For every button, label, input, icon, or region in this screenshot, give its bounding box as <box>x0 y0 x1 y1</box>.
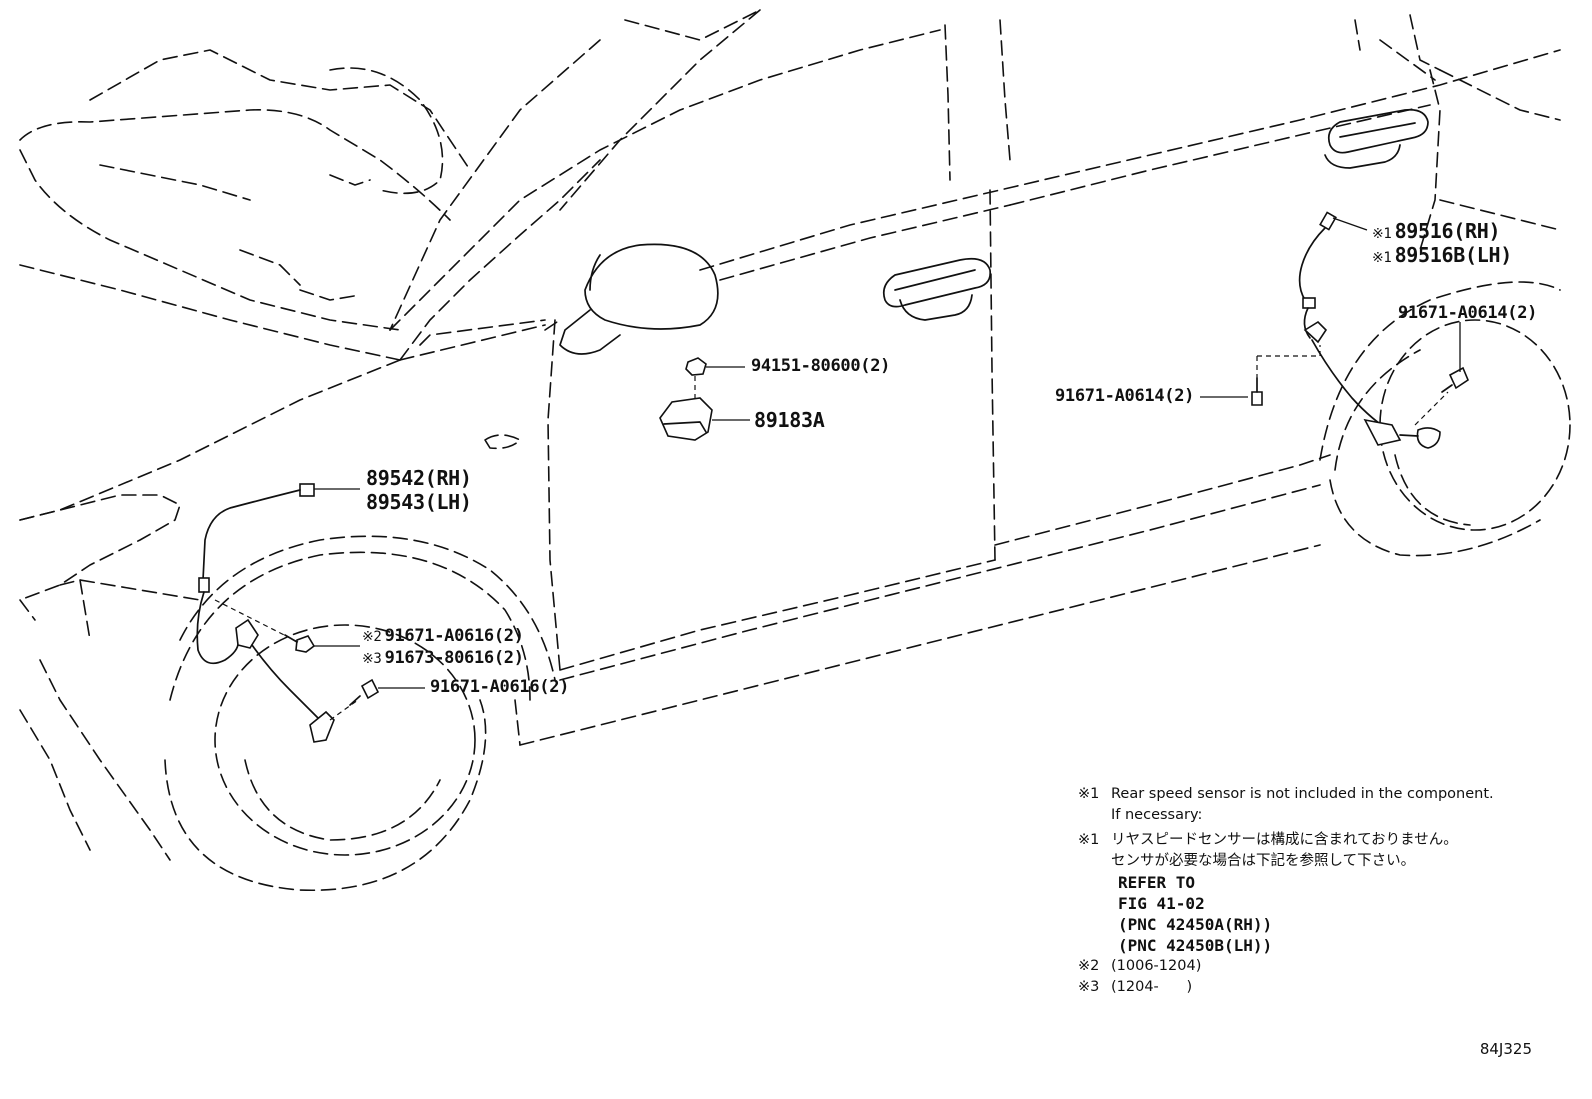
refer-line-1: REFER TO <box>1118 873 1196 892</box>
note-mark: ※1 <box>1078 786 1100 802</box>
part-number: 89516B(LH) <box>1394 243 1513 267</box>
note-1-en-cont: If necessary: <box>1111 807 1203 823</box>
front-speed-sensor-harness <box>196 483 335 743</box>
note-1-jp: ※1 リヤスピードセンサーは構成に含まれておりません。 <box>1078 830 1558 851</box>
rear-door-handle <box>1324 108 1429 169</box>
refer-line-4: (PNC 42450B(LH)) <box>1118 936 1273 955</box>
note-1-en: ※1 Rear speed sensor is not included in t… <box>1078 784 1558 805</box>
refer-line-2: FIG 41-02 <box>1118 894 1205 913</box>
part-number: 91673-80616(2) <box>384 648 524 668</box>
rear-speed-sensor-harness <box>1298 211 1441 449</box>
rear-bolt-left <box>1251 377 1263 406</box>
front-bolt-lower <box>349 678 380 706</box>
note-mark: ※1 <box>1078 832 1100 848</box>
callout-front-sensor-lh: 89543(LH) <box>366 490 472 514</box>
nut-94151 <box>685 357 707 376</box>
part-number: 89516(RH) <box>1394 219 1501 243</box>
callout-rear-bolt-left: 91671-A0614(2) <box>1055 386 1195 406</box>
front-door-handle <box>882 257 992 321</box>
note-2: ※2 (1006-1204) <box>1078 956 1558 977</box>
figure-id: 84J325 <box>1479 1040 1532 1058</box>
callout-nut: 94151-80600(2) <box>751 356 891 376</box>
callout-front-sensor-rh: 89542(RH) <box>366 466 472 490</box>
footnote-mark: ※1 <box>1372 250 1392 266</box>
note-1-jp-cont: センサが必要な場合は下記を参照して下さい。 <box>1111 853 1416 869</box>
part-number: 91671-A0616(2) <box>384 626 524 646</box>
front-bolt-upper <box>284 634 316 653</box>
car-body-outline <box>19 9 1571 892</box>
note-3: ※3 (1204- ) <box>1078 977 1558 998</box>
note-text: Rear speed sensor is not included in the… <box>1111 786 1494 802</box>
refer-line-3: (PNC 42450A(RH)) <box>1118 915 1273 934</box>
callout-bracket: 89183A <box>754 408 825 432</box>
callout-front-bolt-3: 91671-A0616(2) <box>430 677 570 697</box>
footnote-mark: ※1 <box>1372 226 1392 242</box>
note-mark: ※2 <box>1078 958 1100 974</box>
rear-bolt-right <box>1441 366 1469 393</box>
note-mark: ※3 <box>1078 979 1100 995</box>
note-text: (1006-1204) <box>1111 958 1202 974</box>
note-text: リヤスピードセンサーは構成に含まれておりません。 <box>1111 832 1458 848</box>
callout-rear-bolt-right: 91671-A0614(2) <box>1398 303 1538 323</box>
bracket-89183A <box>659 397 713 441</box>
side-mirror <box>559 243 719 355</box>
footnote-mark: ※3 <box>362 651 382 667</box>
leader-lines <box>314 217 1461 689</box>
note-text: (1204- ) <box>1111 979 1193 995</box>
notes-block: ※1 Rear speed sensor is not included in t… <box>1078 784 1558 998</box>
footnote-mark: ※2 <box>362 629 382 645</box>
